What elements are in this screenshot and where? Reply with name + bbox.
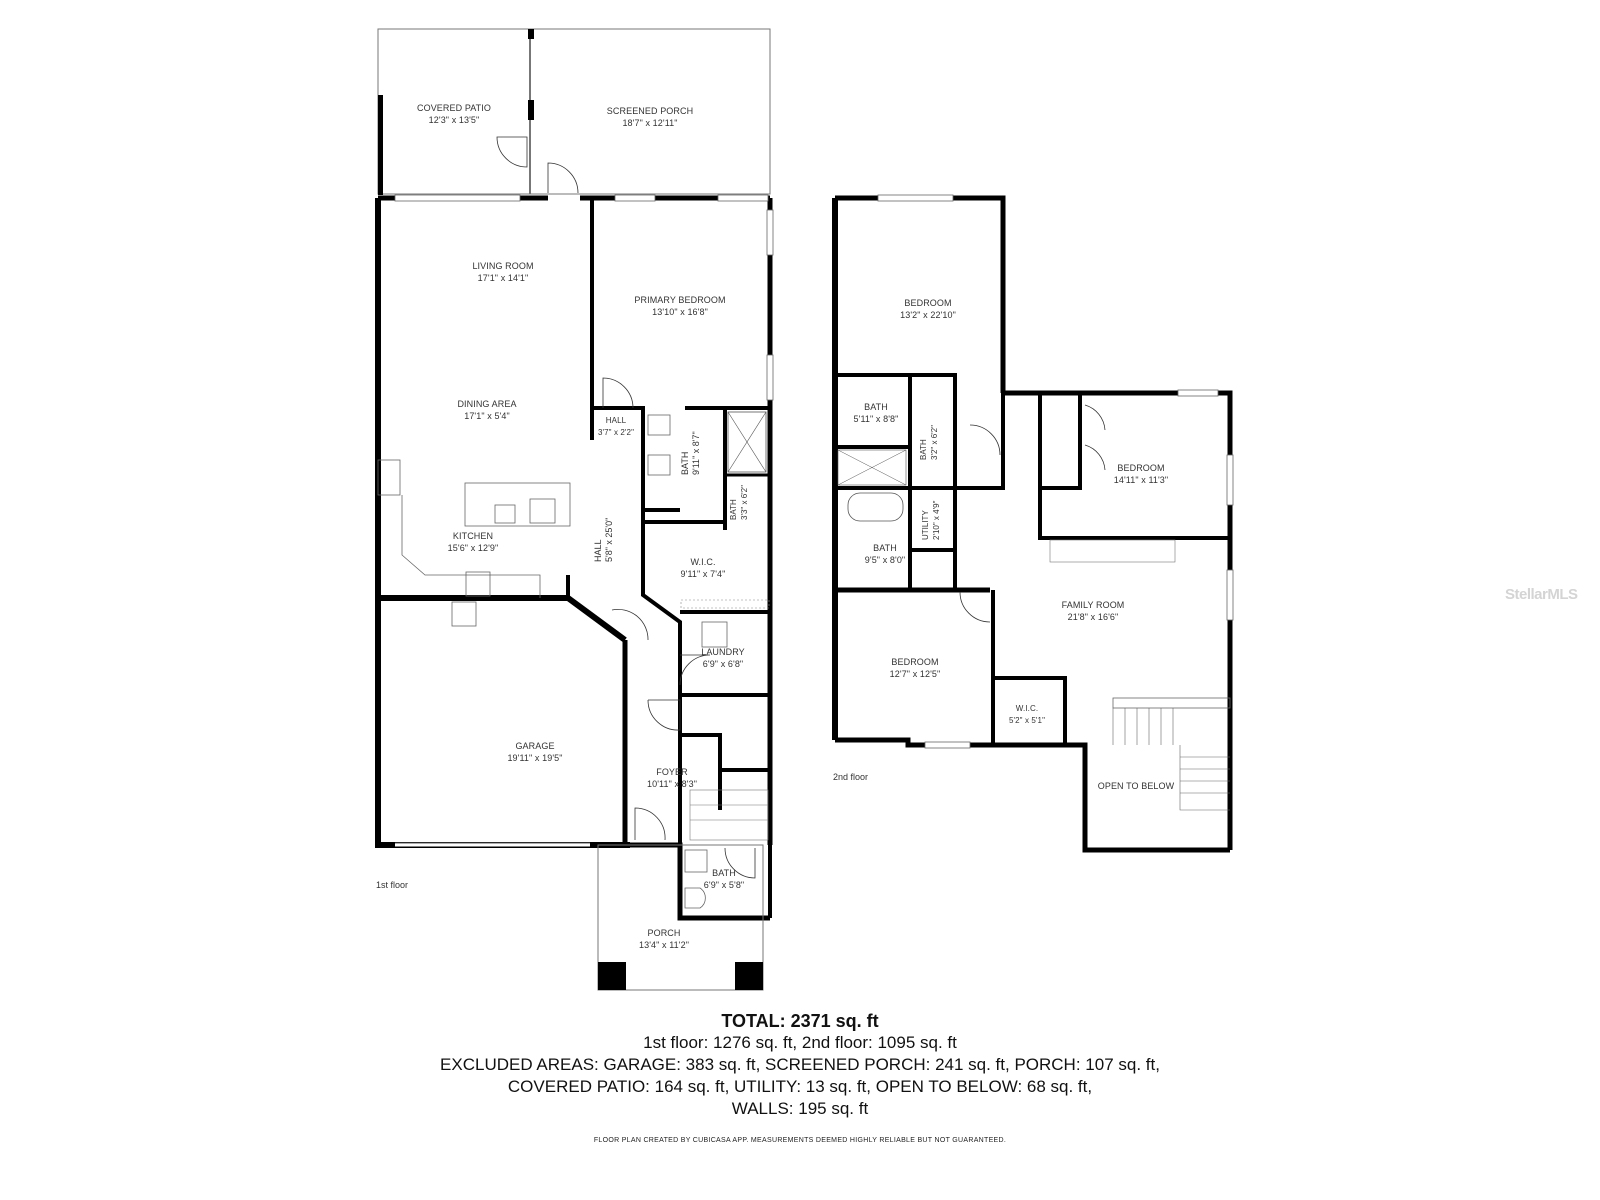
disclaimer-footer: FLOOR PLAN CREATED BY CUBICASA APP. MEAS… xyxy=(593,1137,1007,1144)
room-name: BATH xyxy=(919,439,928,460)
room-name: KITCHEN xyxy=(452,531,494,541)
room-dims: 21'8" x 16'6" xyxy=(1067,612,1119,622)
room-dims: 15'6" x 12'9" xyxy=(447,543,499,553)
room-laundry: LAUNDRY 6'9" x 6'8" xyxy=(701,646,745,670)
room-wic-2: W.I.C. 5'2" x 5'1" xyxy=(1009,703,1045,727)
room-name: HALL xyxy=(593,539,603,562)
room-dims: 3'2" x 6'2" xyxy=(930,425,939,460)
room-hall-small: HALL 3'7" x 2'2" xyxy=(598,415,634,439)
room-bedroom-large: BEDROOM 13'2" x 22'10" xyxy=(900,297,956,321)
room-bedroom-east: BEDROOM 14'11" x 11'3" xyxy=(1114,462,1168,486)
room-screened-porch: SCREENED PORCH 18'7" x 12'11" xyxy=(607,105,693,129)
room-name: OPEN TO BELOW xyxy=(1097,781,1175,791)
room-open-to-below: OPEN TO BELOW xyxy=(1098,780,1175,792)
room-dims: 19'11" x 19'5" xyxy=(507,753,563,763)
room-name: BEDROOM xyxy=(1117,463,1165,473)
room-name: BATH xyxy=(729,499,738,520)
room-dining-area: DINING AREA 17'1" x 5'4" xyxy=(457,398,516,422)
room-dims: 9'5" x 8'0" xyxy=(864,555,906,565)
room-name: W.I.C. xyxy=(690,557,716,567)
room-dims: 2'10" x 4'9" xyxy=(932,500,941,540)
room-primary-bedroom: PRIMARY BEDROOM 13'10" x 16'8" xyxy=(634,294,725,318)
first-floor-tag: 1st floor xyxy=(376,880,409,890)
room-dims: 6'9" x 6'8" xyxy=(702,659,744,669)
room-dims: 5'11" x 8'8" xyxy=(853,414,899,424)
room-name: GARAGE xyxy=(515,741,555,751)
room-dims: 3'7" x 2'2" xyxy=(597,428,635,437)
room-living-room: LIVING ROOM 17'1" x 14'1" xyxy=(472,260,533,284)
room-name: LIVING ROOM xyxy=(472,261,534,271)
room-name: SCREENED PORCH xyxy=(606,106,694,116)
room-dims: 14'11" x 11'3" xyxy=(1113,475,1169,485)
excluded-areas-line-1: EXCLUDED AREAS: GARAGE: 383 sq. ft, SCRE… xyxy=(440,1055,1160,1074)
room-kitchen: KITCHEN 15'6" x 12'9" xyxy=(448,530,499,554)
room-foyer: FOYER 10'11" x 8'3" xyxy=(647,766,697,790)
room-name: BATH xyxy=(712,868,736,878)
room-dims: 17'1" x 5'4" xyxy=(464,411,510,421)
room-dims: 5'2" x 5'1" xyxy=(1008,716,1046,725)
room-dims: 17'1" x 14'1" xyxy=(477,273,529,283)
room-covered-patio: COVERED PATIO 12'3" x 13'5" xyxy=(417,102,491,126)
room-garage: GARAGE 19'11" x 19'5" xyxy=(507,740,562,764)
room-bath-2a: BATH 5'11" x 8'8" xyxy=(854,401,899,425)
room-dims: 13'10" x 16'8" xyxy=(652,307,708,317)
excluded-areas-line-3: WALLS: 195 sq. ft xyxy=(731,1099,869,1118)
total-area: TOTAL: 2371 sq. ft xyxy=(721,1011,879,1031)
room-bath-2c: BATH 9'5" x 8'0" xyxy=(865,542,905,566)
room-dims: 13'4" x 11'2" xyxy=(639,940,689,950)
excluded-areas-line-2: COVERED PATIO: 164 sq. ft, UTILITY: 13 s… xyxy=(507,1077,1093,1096)
room-name: UTILITY xyxy=(921,510,930,540)
room-name: COVERED PATIO xyxy=(417,103,491,113)
room-name: FAMILY ROOM xyxy=(1061,600,1125,610)
room-wic: W.I.C. 9'11" x 7'4" xyxy=(681,556,726,580)
second-floor-plan xyxy=(832,194,1234,853)
room-name: HALL xyxy=(605,416,627,425)
room-name: BATH xyxy=(873,543,897,553)
floor-areas: 1st floor: 1276 sq. ft, 2nd floor: 1095 … xyxy=(643,1033,957,1052)
second-floor-tag: 2nd floor xyxy=(833,772,869,782)
room-name: W.I.C. xyxy=(1015,704,1039,713)
room-family-room: FAMILY ROOM 21'8" x 16'6" xyxy=(1062,599,1125,623)
watermark: StellarMLS xyxy=(1505,586,1578,603)
room-name: PORCH xyxy=(647,928,681,938)
room-dims: 5'8" x 25'0" xyxy=(604,517,614,562)
room-porch: PORCH 13'4" x 11'2" xyxy=(639,927,689,951)
room-name: FOYER xyxy=(656,767,688,777)
room-dims: 6'9" x 5'8" xyxy=(703,880,745,890)
room-dims: 12'7" x 12'5" xyxy=(889,669,941,679)
room-dims: 10'11" x 8'3" xyxy=(647,779,697,789)
room-bedroom-south: BEDROOM 12'7" x 12'5" xyxy=(890,656,941,680)
room-name: BATH xyxy=(680,451,690,475)
room-name: BEDROOM xyxy=(891,657,939,667)
room-name: BATH xyxy=(864,402,888,412)
room-dims: 18'7" x 12'11" xyxy=(622,118,678,128)
area-summary: TOTAL: 2371 sq. ft 1st floor: 1276 sq. f… xyxy=(0,1010,1600,1120)
room-bath-front: BATH 6'9" x 5'8" xyxy=(704,867,744,891)
room-name: BEDROOM xyxy=(904,298,952,308)
room-dims: 3'3" x 6'2" xyxy=(740,485,749,520)
room-name: LAUNDRY xyxy=(701,647,745,657)
room-dims: 9'11" x 7'4" xyxy=(680,569,726,579)
first-floor-plan xyxy=(375,28,774,991)
room-name: PRIMARY BEDROOM xyxy=(634,295,726,305)
room-dims: 13'2" x 22'10" xyxy=(900,310,956,320)
room-dims: 12'3" x 13'5" xyxy=(428,115,480,125)
room-dims: 9'11" x 8'7" xyxy=(691,431,701,475)
room-name: DINING AREA xyxy=(457,399,517,409)
